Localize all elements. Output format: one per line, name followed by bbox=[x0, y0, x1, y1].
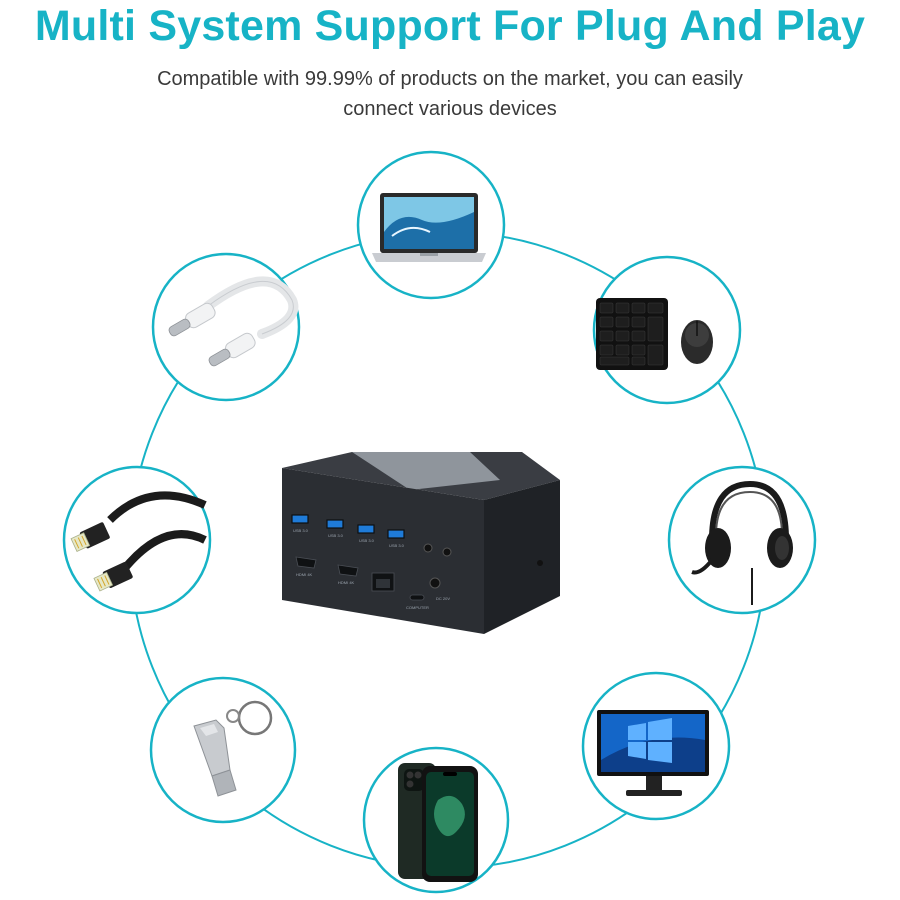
usb-port bbox=[326, 519, 344, 529]
page-title: Multi System Support For Plug And Play bbox=[34, 2, 866, 50]
monitor-icon bbox=[597, 710, 709, 796]
dc-jack bbox=[429, 577, 441, 589]
hdmi-port-label: HDMI 4K bbox=[338, 580, 355, 585]
usb-port-label: USB 3.0 bbox=[293, 528, 309, 533]
laptop-icon bbox=[372, 193, 486, 262]
smartphone-device bbox=[362, 746, 510, 894]
audio-jack bbox=[423, 543, 433, 553]
usb-port-label: USB 3.0 bbox=[389, 543, 405, 548]
subtitle-line-1: Compatible with 99.99% of products on th… bbox=[157, 68, 743, 90]
ethernet-port bbox=[371, 572, 395, 592]
device-circle bbox=[151, 252, 301, 402]
headset-device bbox=[667, 465, 817, 615]
dc-port-label: DC 20V bbox=[436, 596, 450, 601]
usb-port bbox=[357, 524, 375, 534]
device-circle bbox=[667, 465, 817, 615]
usb-c-port bbox=[409, 594, 425, 601]
usb-port bbox=[291, 514, 309, 524]
usb-c-cable-device bbox=[151, 252, 301, 402]
docking-station: USB 3.0 USB 3.0 USB 3.0 USB 3.0 HDMI 4K … bbox=[282, 452, 560, 634]
hdmi-port bbox=[337, 564, 359, 577]
page-subtitle: Compatible with 99.99% of products on th… bbox=[100, 64, 800, 124]
laptop-device bbox=[356, 150, 506, 300]
headset-icon bbox=[691, 480, 793, 605]
ethernet-cable-icon bbox=[70, 491, 207, 592]
smartphone-icon bbox=[398, 763, 478, 882]
usb-c-cable-icon bbox=[168, 276, 299, 367]
hdmi-port-label: HDMI 4K bbox=[296, 572, 313, 577]
monitor-device bbox=[581, 671, 731, 821]
usb-port bbox=[387, 529, 405, 539]
usb-port-label: USB 3.0 bbox=[359, 538, 375, 543]
subtitle-line-2: connect various devices bbox=[343, 98, 557, 120]
power-button bbox=[442, 547, 452, 557]
ethernet-cable-device bbox=[62, 465, 212, 615]
usb-ports: USB 3.0 USB 3.0 USB 3.0 USB 3.0 bbox=[291, 514, 405, 548]
usb-drive-icon bbox=[193, 700, 273, 797]
usb-port-label: USB 3.0 bbox=[328, 533, 344, 538]
keyboard-mouse-device bbox=[592, 255, 742, 405]
usb-drive-device bbox=[149, 676, 297, 824]
keyboard-mouse-icon bbox=[596, 298, 713, 370]
computer-port-label: COMPUTER bbox=[406, 605, 429, 610]
hdmi-port bbox=[295, 556, 317, 569]
hdmi-ports: HDMI 4K HDMI 4K bbox=[295, 556, 359, 585]
